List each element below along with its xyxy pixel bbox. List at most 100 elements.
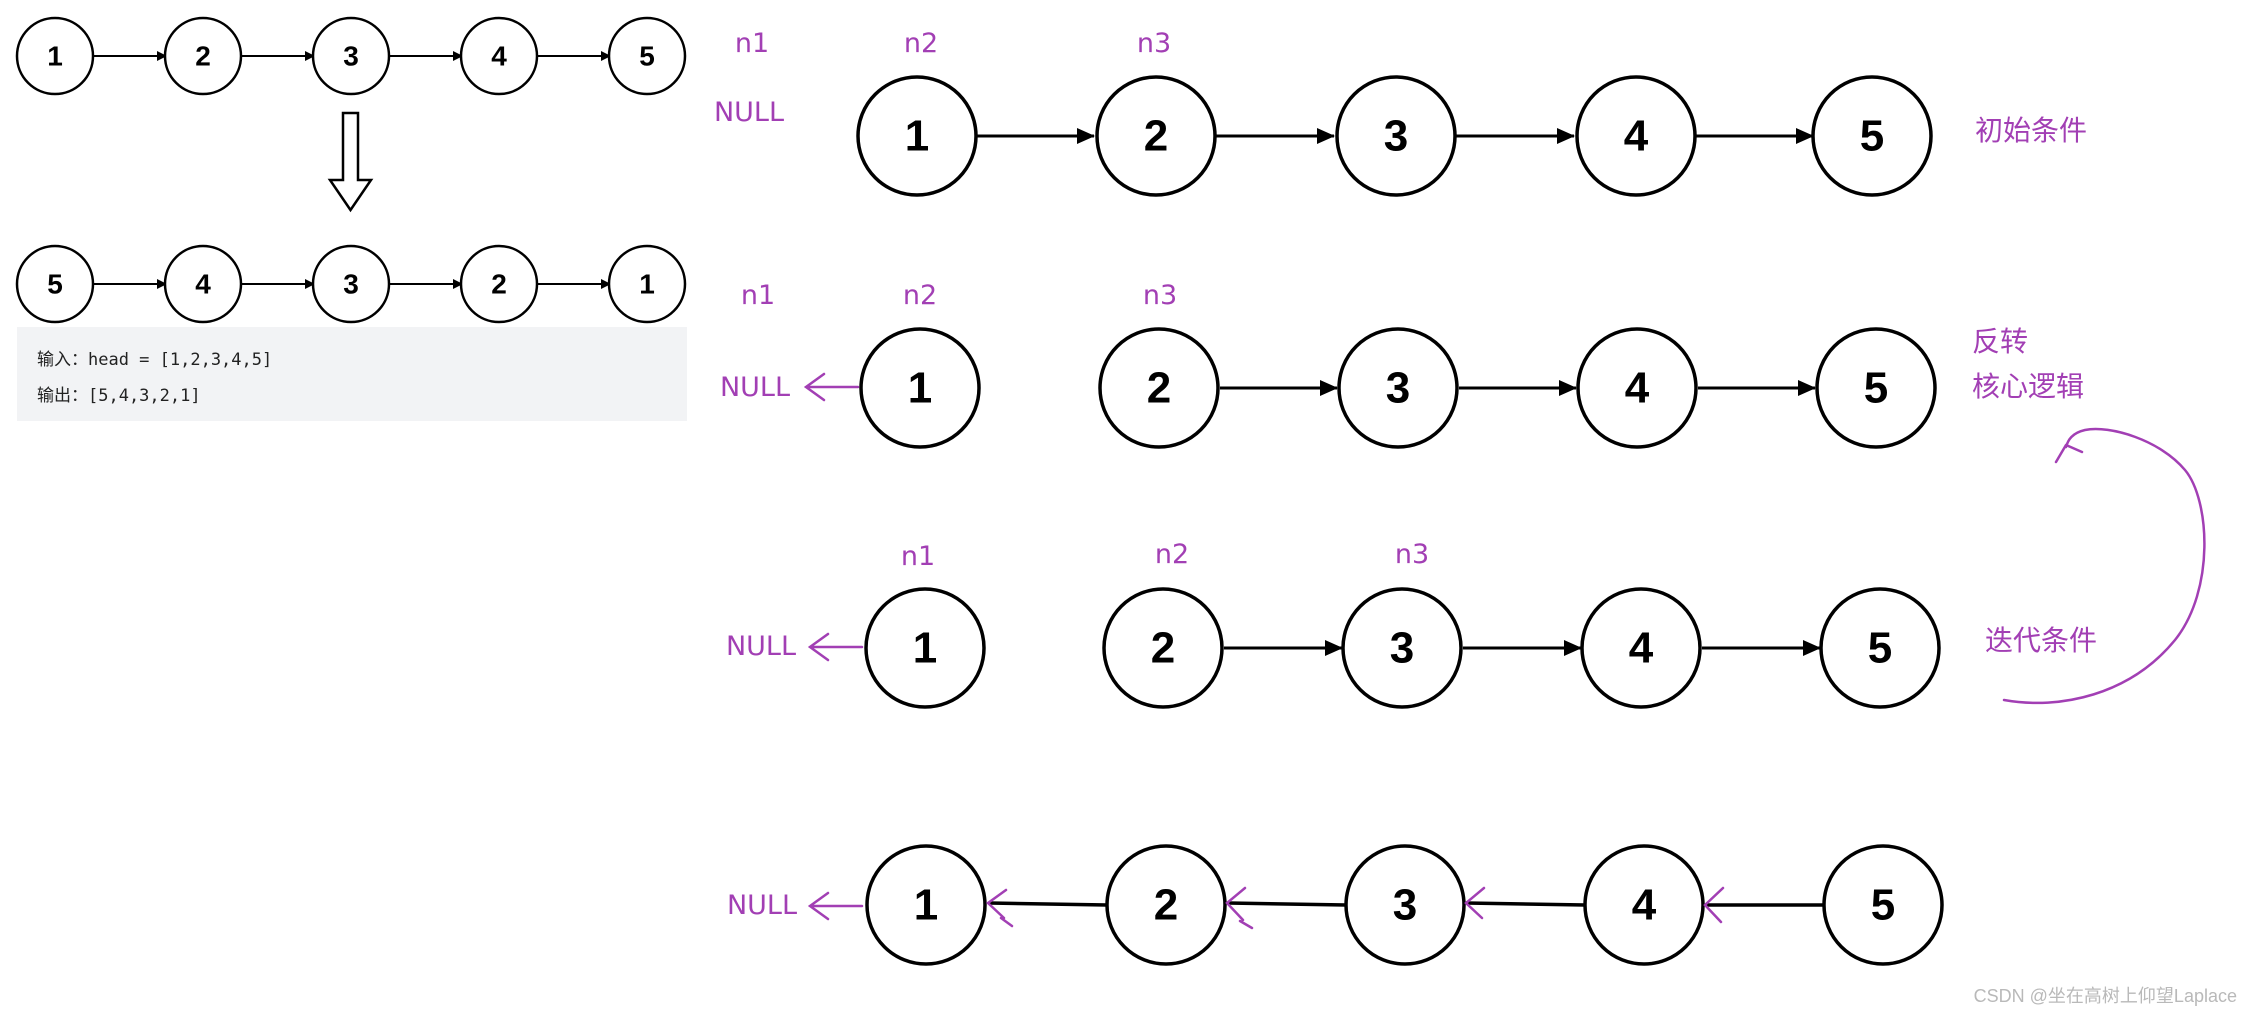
reversed-edge	[1227, 901, 1347, 907]
svg-text:5: 5	[1864, 364, 1888, 413]
loop-back-arrowhead	[2054, 443, 2084, 464]
output-label: 输出：	[37, 386, 88, 406]
step-description: 迭代条件	[1985, 624, 2097, 657]
down-arrow-icon	[327, 111, 374, 213]
null-pointer-arrow	[803, 372, 860, 402]
svg-text:5: 5	[1871, 881, 1895, 930]
node: 1	[607, 244, 687, 324]
pointer-label-n1: n1	[735, 28, 769, 59]
node: 3	[1335, 75, 1457, 197]
input-label: 输入：	[37, 350, 88, 370]
svg-text:2: 2	[195, 41, 211, 72]
node: 1	[864, 587, 986, 709]
svg-text:1: 1	[639, 269, 655, 300]
node: 4	[1576, 327, 1698, 449]
node: 3	[311, 16, 391, 96]
null-label: NULL	[727, 890, 797, 921]
pointer-label-n1: n1	[901, 541, 935, 572]
null-label: NULL	[720, 372, 790, 403]
node: 1	[859, 327, 981, 449]
pointer-label-n3: n3	[1395, 539, 1429, 570]
reversed-edge	[988, 901, 1108, 907]
node: 4	[1580, 587, 1702, 709]
svg-text:4: 4	[1629, 624, 1654, 673]
svg-text:3: 3	[1384, 112, 1408, 161]
step-description: 初始条件	[1975, 114, 2087, 147]
loop-back-arrow	[2002, 427, 2206, 705]
step-initial: n1 n2 n3 NULL 1 2 3 4 5 初始条件	[714, 28, 2087, 197]
node: 1	[15, 16, 95, 96]
step-reversed: NULL 1 2 3 4 5	[727, 844, 1944, 966]
input-line: 输入：head = [1,2,3,4,5]	[37, 345, 272, 370]
pointer-label-n2: n2	[1155, 539, 1189, 570]
example-input-list: 1 2 3 4 5	[15, 16, 687, 96]
pointer-label-n2: n2	[904, 28, 938, 59]
svg-text:4: 4	[1624, 112, 1649, 161]
watermark: CSDN @坐在高树上仰望Laplace	[1973, 986, 2237, 1006]
reversed-arrowhead	[1703, 886, 1725, 924]
pointer-label-n1: n1	[741, 280, 775, 311]
svg-text:3: 3	[343, 269, 359, 300]
output-value: [5,4,3,2,1]	[88, 386, 201, 406]
step-reverse: n1 n2 n3 NULL 1 2 3 4 5 反转 核心逻辑	[720, 280, 2084, 449]
node: 3	[1344, 844, 1466, 966]
svg-text:1: 1	[913, 624, 937, 673]
example-output-list: 5 4 3 2 1	[15, 244, 687, 324]
node: 2	[1105, 844, 1227, 966]
node: 2	[1098, 327, 1220, 449]
pointer-label-n3: n3	[1137, 28, 1171, 59]
svg-text:4: 4	[1625, 364, 1650, 413]
node: 4	[163, 244, 243, 324]
node: 2	[163, 16, 243, 96]
node: 5	[15, 244, 95, 324]
svg-text:3: 3	[1393, 881, 1417, 930]
node: 5	[1811, 75, 1933, 197]
svg-text:5: 5	[1860, 112, 1884, 161]
svg-text:5: 5	[639, 41, 655, 72]
svg-text:3: 3	[1390, 624, 1414, 673]
svg-text:3: 3	[343, 41, 359, 72]
reversed-arrowhead	[1464, 886, 1486, 920]
node: 3	[1337, 327, 1459, 449]
node: 4	[459, 16, 539, 96]
node: 2	[459, 244, 539, 324]
node: 1	[856, 75, 978, 197]
svg-text:1: 1	[47, 41, 63, 72]
null-pointer-arrow	[807, 632, 864, 662]
reversed-edge	[1465, 901, 1586, 907]
svg-text:2: 2	[1154, 881, 1178, 930]
svg-text:5: 5	[47, 269, 63, 300]
node: 5	[607, 16, 687, 96]
svg-text:4: 4	[195, 269, 211, 300]
null-pointer-arrow	[807, 891, 864, 921]
reversed-arrowhead	[1225, 886, 1254, 930]
node: 4	[1583, 844, 1705, 966]
step-iterate: n1 n2 n3 NULL 1 2 3 4 5 迭代条件	[726, 539, 2097, 709]
output-line: 输出：[5,4,3,2,1]	[37, 381, 201, 406]
svg-text:5: 5	[1868, 624, 1892, 673]
node: 5	[1822, 844, 1944, 966]
node: 3	[311, 244, 391, 324]
node: 2	[1095, 75, 1217, 197]
node: 5	[1815, 327, 1937, 449]
input-value: head = [1,2,3,4,5]	[88, 350, 273, 370]
svg-text:4: 4	[1632, 881, 1657, 930]
svg-text:1: 1	[905, 112, 929, 161]
svg-text:1: 1	[914, 881, 938, 930]
step-description: 核心逻辑	[1972, 370, 2084, 403]
svg-text:2: 2	[491, 269, 507, 300]
pointer-label-n2: n2	[903, 280, 937, 311]
svg-text:2: 2	[1147, 364, 1171, 413]
example-io-box: 输入：head = [1,2,3,4,5] 输出：[5,4,3,2,1]	[17, 327, 687, 421]
node: 5	[1819, 587, 1941, 709]
step-description: 反转	[1972, 325, 2028, 358]
svg-text:1: 1	[908, 364, 932, 413]
null-label: NULL	[714, 97, 784, 128]
svg-text:2: 2	[1151, 624, 1175, 673]
svg-text:2: 2	[1144, 112, 1168, 161]
node: 1	[865, 844, 987, 966]
svg-text:4: 4	[491, 41, 507, 72]
node: 3	[1341, 587, 1463, 709]
node: 4	[1575, 75, 1697, 197]
